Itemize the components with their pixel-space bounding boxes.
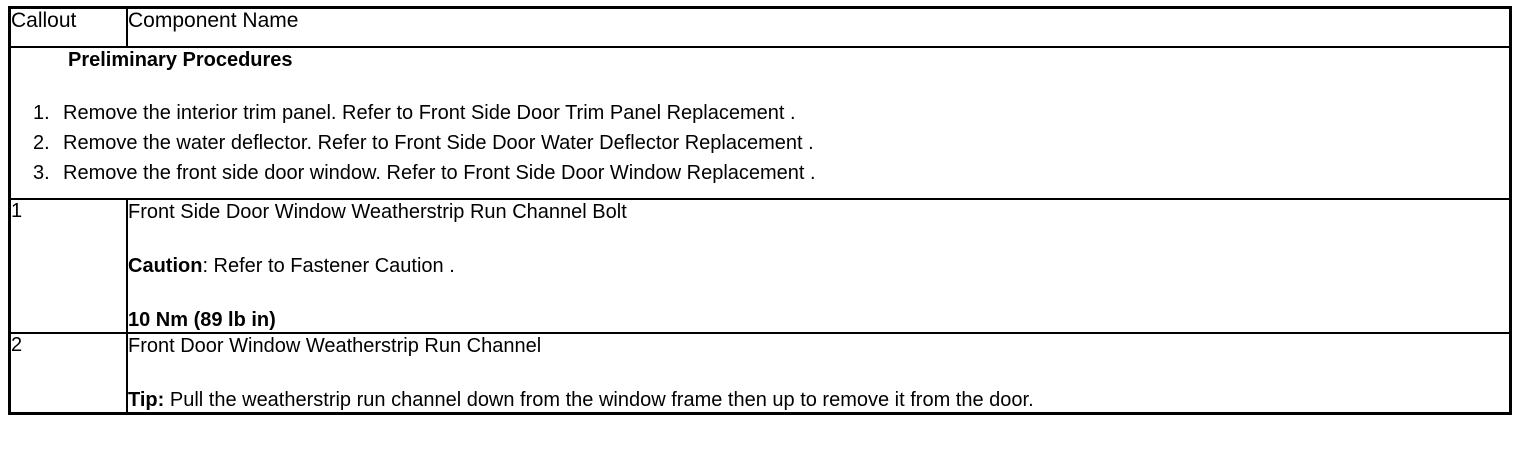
column-header-callout: Callout xyxy=(8,6,128,48)
component-name-text: Front Door Window Weatherstrip Run Chann… xyxy=(128,335,542,357)
component-name-text: Front Side Door Window Weatherstrip Run … xyxy=(128,201,627,223)
list-item-text: Remove the interior trim panel. Refer to… xyxy=(63,102,796,124)
torque-specification: 10 Nm (89 lb in) xyxy=(128,309,276,331)
column-header-component-name: Component Name xyxy=(126,6,1512,48)
list-item-number: 3. xyxy=(33,162,50,184)
list-item: 2. Remove the water deflector. Refer to F… xyxy=(11,128,1509,158)
tip-text: Pull the weatherstrip run channel down f… xyxy=(164,389,1034,411)
table-row: 1 Front Side Door Window Weatherstrip Ru… xyxy=(8,198,1512,334)
table-row: 2 Front Door Window Weatherstrip Run Cha… xyxy=(8,332,1512,415)
list-item: 3. Remove the front side door window. Ref… xyxy=(11,158,1509,188)
list-item-text: Remove the front side door window. Refer… xyxy=(63,162,816,184)
callout-number: 2 xyxy=(8,332,128,415)
callout-number: 1 xyxy=(8,198,128,334)
preliminary-procedures-cell: Preliminary Procedures 1. Remove the inte… xyxy=(8,46,1512,200)
preliminary-procedures-row: Preliminary Procedures 1. Remove the inte… xyxy=(8,46,1512,200)
list-item-number: 2. xyxy=(33,132,50,154)
tip-note: Tip: Pull the weatherstrip run channel d… xyxy=(128,388,1509,412)
preliminary-procedures-list: 1. Remove the interior trim panel. Refer … xyxy=(11,98,1509,188)
table-header-row: Callout Component Name xyxy=(8,6,1512,48)
preliminary-procedures-title: Preliminary Procedures xyxy=(68,49,293,71)
caution-label: Caution xyxy=(128,255,203,277)
caution-text: : Refer to Fastener Caution . xyxy=(202,255,455,277)
component-description-cell: Front Door Window Weatherstrip Run Chann… xyxy=(126,332,1512,415)
list-item-text: Remove the water deflector. Refer to Fro… xyxy=(63,132,814,154)
caution-note: Caution: Refer to Fastener Caution . xyxy=(128,254,1509,278)
list-item: 1. Remove the interior trim panel. Refer … xyxy=(11,98,1509,128)
component-description-cell: Front Side Door Window Weatherstrip Run … xyxy=(126,198,1512,334)
component-callout-table: Callout Component Name Preliminary Proce… xyxy=(8,6,1512,415)
list-item-number: 1. xyxy=(33,102,50,124)
tip-label: Tip: xyxy=(128,389,165,411)
